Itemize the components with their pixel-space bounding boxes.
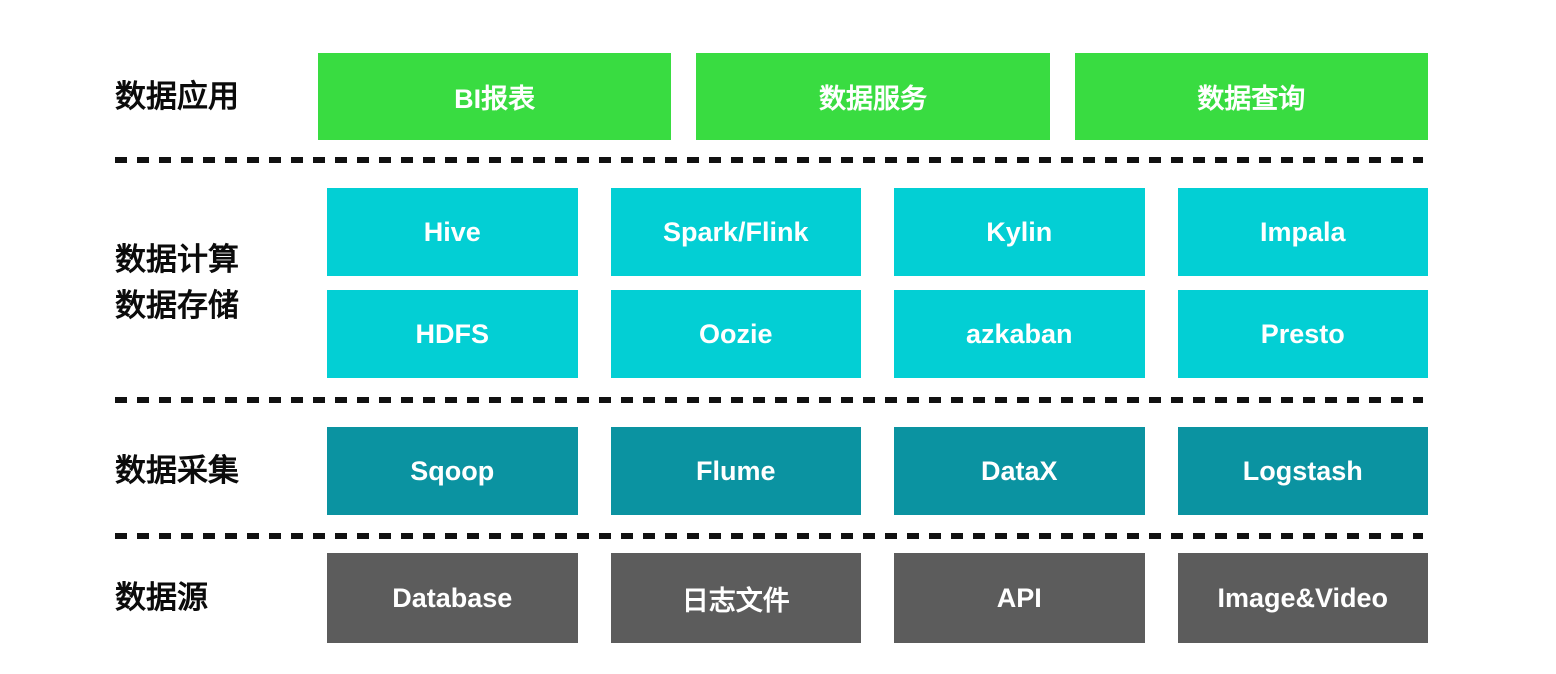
layer-label-compute-storage: 数据计算 数据存储 — [115, 188, 315, 378]
node-spark-flink: Spark/Flink — [610, 188, 861, 276]
separator-dashed-line — [115, 397, 1423, 403]
node-database: Database — [327, 553, 578, 643]
layer-label-source: 数据源 — [115, 553, 315, 643]
layer-collection-row: Sqoop Flume DataX Logstash — [327, 427, 1428, 515]
node-azkaban: azkaban — [894, 290, 1145, 378]
layer-compute-row: Hive Spark/Flink Kylin Impala — [327, 188, 1428, 276]
node-data-query: 数据查询 — [1074, 53, 1428, 140]
layer-label-compute-text: 数据计算 — [115, 242, 239, 277]
layer-label-application: 数据应用 — [115, 53, 315, 140]
layer-application-row: BI报表 数据服务 数据查询 — [318, 53, 1428, 140]
node-data-service: 数据服务 — [696, 53, 1050, 140]
node-flume: Flume — [610, 427, 861, 515]
node-hdfs: HDFS — [327, 290, 578, 378]
layer-label-storage-text: 数据存储 — [115, 288, 239, 323]
node-logstash: Logstash — [1177, 427, 1428, 515]
node-sqoop: Sqoop — [327, 427, 578, 515]
separator-dashed-line — [115, 533, 1423, 539]
node-datax: DataX — [894, 427, 1145, 515]
node-hive: Hive — [327, 188, 578, 276]
node-api: API — [894, 553, 1145, 643]
layer-label-source-text: 数据源 — [115, 580, 208, 615]
layer-source-row: Database 日志文件 API Image&Video — [327, 553, 1428, 643]
node-kylin: Kylin — [894, 188, 1145, 276]
separator-dashed-line — [115, 157, 1423, 163]
node-log-files: 日志文件 — [610, 553, 861, 643]
node-bi-report: BI报表 — [318, 53, 672, 140]
node-oozie: Oozie — [610, 290, 861, 378]
layer-label-application-text: 数据应用 — [115, 78, 239, 114]
node-image-video: Image&Video — [1177, 553, 1428, 643]
layer-label-collection: 数据采集 — [115, 427, 315, 515]
layer-label-collection-text: 数据采集 — [115, 453, 239, 488]
layer-storage-row: HDFS Oozie azkaban Presto — [327, 290, 1428, 378]
node-presto: Presto — [1177, 290, 1428, 378]
node-impala: Impala — [1177, 188, 1428, 276]
